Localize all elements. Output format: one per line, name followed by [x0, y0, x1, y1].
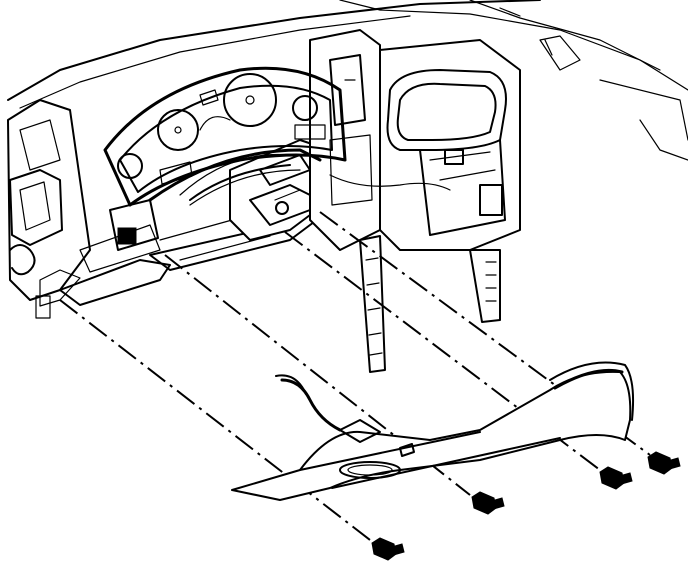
screw-icon: [647, 451, 681, 475]
fuel-gauge-icon: [117, 153, 143, 179]
knee-bolster-trim-panel: [231, 361, 635, 501]
screw-icon: [371, 537, 405, 561]
instrument-cluster: [103, 66, 347, 207]
tachometer-icon: [157, 109, 199, 151]
screw-icon: [599, 466, 633, 490]
speedometer-icon: [223, 73, 277, 127]
instrument-panel-assembly: [7, 0, 688, 373]
screw-icon: [471, 491, 505, 515]
fastener-set: [371, 451, 681, 561]
temp-gauge-icon: [292, 95, 318, 121]
